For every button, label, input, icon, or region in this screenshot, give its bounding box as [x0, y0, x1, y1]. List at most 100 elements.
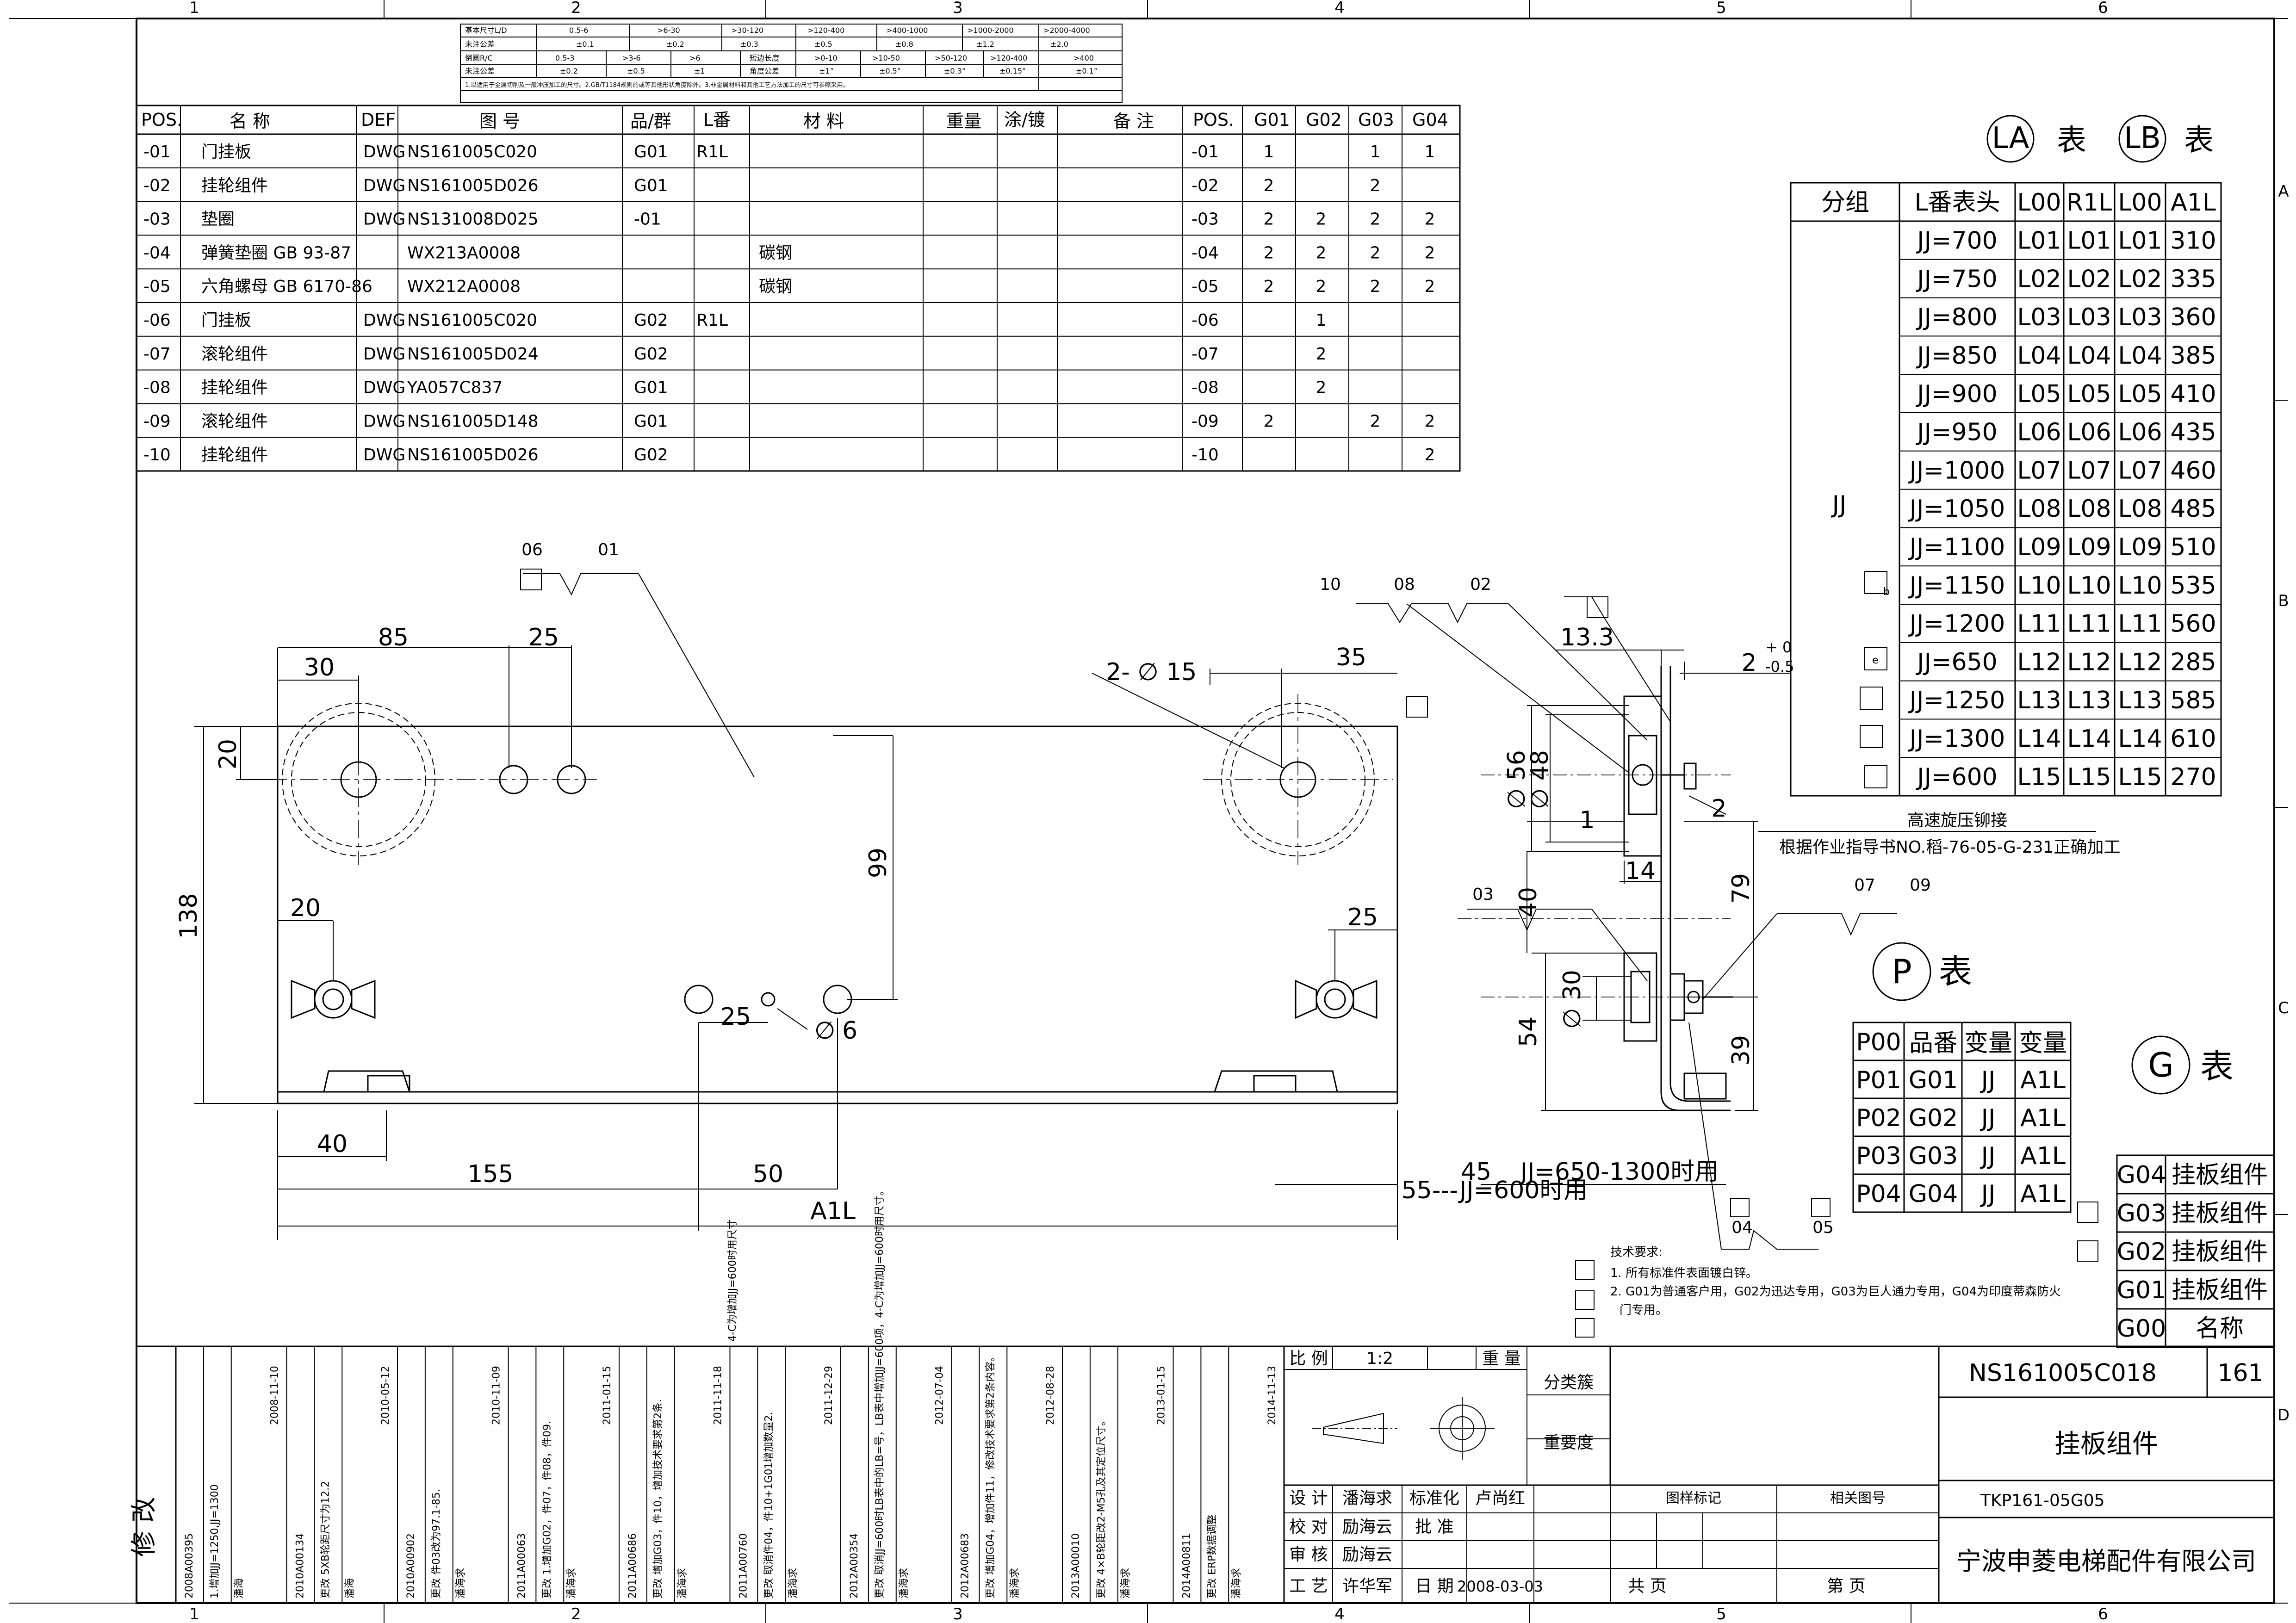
rev-text: 更改 ERP数据调整 — [1207, 1515, 1218, 1598]
dim-35: 35 — [1336, 644, 1366, 671]
g-table-word: 表 — [2200, 1047, 2234, 1086]
qty-cell: -06 — [1191, 311, 1219, 330]
p-cell: G02 — [1909, 1104, 1958, 1132]
bom-cell-group: G02 — [634, 345, 668, 364]
bom-cell-drawing: NS131008D025 — [407, 210, 539, 229]
tb-mark-label: 图样标记 — [1666, 1490, 1721, 1506]
bom-cell-name: 挂轮组件 — [201, 176, 268, 195]
rev-date: 2010-11-09 — [490, 1366, 502, 1425]
la-cell: 385 — [2170, 342, 2216, 370]
tb-approve-label: 批 准 — [1415, 1518, 1453, 1536]
qty-cell: 1 — [1370, 142, 1381, 161]
la-cell: JJ=1250 — [1908, 687, 2005, 714]
callout-09: 09 — [1910, 876, 1931, 895]
lb-circle-label: LB — [2124, 121, 2161, 155]
side-dim-56: ∅ 56 — [1503, 750, 1531, 809]
bom-cell-drawing: YA057C837 — [407, 378, 503, 397]
la-cell: 535 — [2170, 572, 2216, 600]
bom-cell-drawing: NS161005D024 — [407, 345, 539, 364]
rev-text: 更改 5XB轮距尺寸为12.2 — [320, 1481, 332, 1598]
bom-cell-name: 门挂板 — [201, 142, 251, 161]
la-cell: JJ=700 — [1916, 227, 1998, 255]
la-cell: L04 — [2067, 342, 2111, 370]
qty-cell: -05 — [1191, 277, 1219, 296]
side-dim-14: 14 — [1625, 857, 1656, 885]
la-cell: JJ=1150 — [1908, 572, 2005, 600]
qty-h-g02: G02 — [1306, 110, 1342, 130]
p-h-p00: P00 — [1856, 1028, 1901, 1056]
rev-author: 潘海求 — [566, 1568, 577, 1598]
qty-cell: 2 — [1264, 243, 1274, 262]
bom-cell-group: G02 — [634, 311, 668, 330]
tol-row1-label: 基本尺寸L/D — [465, 26, 507, 35]
zone-top-6: 6 — [2098, 0, 2108, 17]
zone-right-c: C — [2278, 999, 2289, 1017]
g-cell: G04 — [2117, 1161, 2166, 1189]
callout-02: 02 — [1470, 575, 1491, 594]
la-cell: L02 — [2118, 265, 2162, 293]
la-cell: 435 — [2170, 419, 2216, 446]
bom-h-remark: 备 注 — [1113, 111, 1154, 131]
bom-cell-drawing: NS161005D026 — [407, 446, 539, 465]
bom-cell-drawing: WX213A0008 — [407, 243, 521, 262]
la-cell: L06 — [2067, 419, 2111, 446]
tol-r4-c2: ±0.5 — [627, 67, 645, 75]
tol-r3b-c4: >120-400 — [990, 54, 1027, 62]
bom-cell-name: 滚轮组件 — [201, 412, 268, 431]
dim-25-right: 25 — [1347, 904, 1378, 931]
callout-01: 01 — [598, 540, 619, 559]
bom-cell-pos: -05 — [143, 277, 171, 296]
la-circle-label: LA — [1992, 121, 2029, 155]
dim-25-top: 25 — [528, 624, 559, 651]
tol-r4-c3: ±1 — [694, 67, 705, 75]
qty-cell: 2 — [1425, 243, 1435, 262]
qty-cell: 2 — [1425, 210, 1435, 229]
p-cell: JJ — [1980, 1066, 1996, 1094]
la-cell: 460 — [2170, 457, 2216, 484]
lb-table-word: 表 — [2184, 124, 2214, 158]
p-cell: A1L — [2020, 1066, 2066, 1094]
qty-cell: 2 — [1425, 412, 1435, 431]
qty-cell: 2 — [1316, 210, 1327, 229]
qty-cell: -07 — [1191, 345, 1219, 364]
tol-r3b-c5: >400 — [1074, 54, 1094, 62]
bom-cell-name: 滚轮组件 — [201, 345, 268, 364]
la-cell: L01 — [2118, 227, 2162, 255]
rivet-note-line1: 高速旋压铆接 — [1907, 811, 2007, 830]
bom-cell-lban: R1L — [696, 142, 728, 161]
qty-cell: -02 — [1191, 176, 1219, 195]
tolerance-table: 基本尺寸L/D 0.5-6 >6-30 >30-120 >120-400 >40… — [460, 24, 1123, 103]
la-cell: L13 — [2067, 687, 2111, 714]
la-cell: L14 — [2118, 725, 2162, 753]
la-cell: L09 — [2067, 533, 2111, 561]
callout-03: 03 — [1472, 885, 1494, 904]
tol-r3-c3: >6 — [689, 54, 701, 62]
zone-bottom-4: 4 — [1334, 1605, 1345, 1623]
side-dim-54: 54 — [1514, 1016, 1542, 1047]
g-cell: G03 — [2117, 1200, 2166, 1227]
zone-right-d: D — [2277, 1406, 2290, 1425]
zone-bottom-3: 3 — [953, 1605, 963, 1623]
bom-cell-def: DWG — [363, 412, 405, 431]
la-cell: JJ=800 — [1916, 304, 1998, 331]
la-h-a1l: A1L — [2171, 189, 2216, 217]
g-cell: 挂板组件 — [2172, 1161, 2268, 1189]
p-cell: A1L — [2020, 1104, 2066, 1132]
la-cell: 585 — [2170, 687, 2216, 714]
dim-6: 6 — [842, 1017, 857, 1045]
la-cell: JJ=850 — [1916, 342, 1998, 370]
tol-r4-c1: ±0.2 — [560, 67, 578, 75]
side-dim-2: 2 — [1741, 649, 1756, 677]
qty-cell: 2 — [1316, 345, 1327, 364]
rev-date: 2011-01-15 — [602, 1366, 613, 1425]
g-cell: G00 — [2117, 1315, 2166, 1343]
la-mark-e: e — [1872, 655, 1879, 666]
la-h-l00: L00 — [2017, 189, 2061, 217]
qty-h-g04: G04 — [1412, 110, 1448, 130]
dim-25-mid: 25 — [720, 1003, 751, 1031]
la-cell: JJ=1050 — [1908, 495, 2005, 523]
